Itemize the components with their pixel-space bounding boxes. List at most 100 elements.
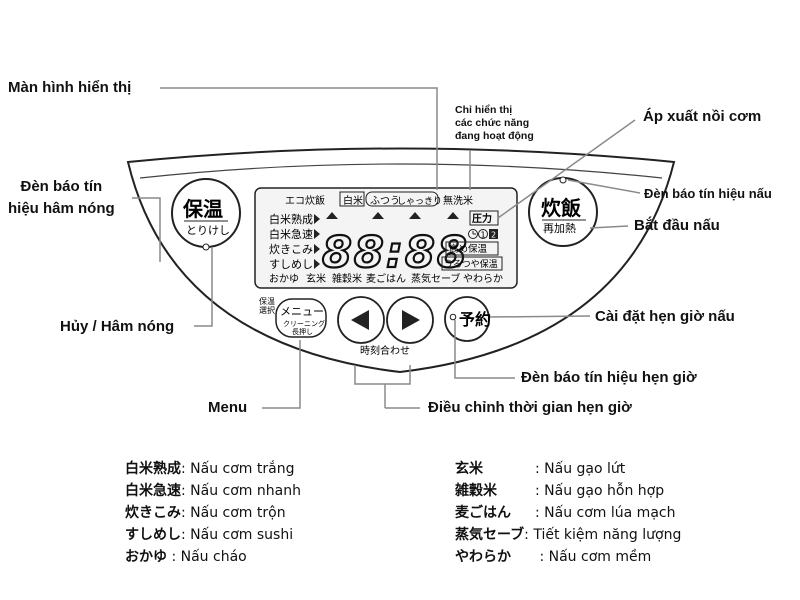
lcd-bottom-steam: 蒸気セーブ <box>411 272 460 285</box>
legend-row: 白米急速: Nấu cơm nhanh <box>125 480 301 500</box>
cook-button-sublabel: 再加熱 <box>543 222 576 235</box>
callout-keep-warm-light: Đèn báo tín hiệu hâm nóng <box>8 176 115 220</box>
lcd-pressure: 圧力 <box>472 212 492 225</box>
keep-warm-button-label: 保温 <box>182 197 223 221</box>
clock-icon <box>468 229 478 239</box>
control-panel-rim <box>139 163 663 179</box>
legend-desc: : Nấu gạo lứt <box>535 461 626 477</box>
lcd-top-white: 白米 <box>343 194 363 207</box>
leader-start-cooking <box>589 225 629 229</box>
lcd-menu-sushi: すしめし <box>269 258 313 271</box>
legend-row: 白米熟成: Nấu cơm trắng <box>125 458 294 478</box>
leader-cook-light <box>567 179 641 194</box>
lcd-bottom-barley: 麦ごはん <box>366 272 406 285</box>
callout-keep-warm-light-line: hiệu hâm nóng <box>8 200 115 217</box>
callout-lines <box>132 87 641 409</box>
lcd-menu-mixed: 炊きこみ <box>269 243 313 256</box>
legend-desc: : Tiết kiệm năng lượng <box>524 527 682 543</box>
legend-row: 炊きこみ: Nấu cơm trộn <box>125 502 286 522</box>
legend-desc: : Nấu cơm lúa mạch <box>535 505 676 521</box>
lcd-bottom-porridge: おかゆ <box>269 273 299 285</box>
timer-light <box>449 313 457 321</box>
legend-term: 玄米 <box>455 461 483 477</box>
leader-keep-warm-light <box>132 197 161 262</box>
menu-button[interactable] <box>275 298 327 338</box>
legend-row: 麦ごはん : Nấu cơm lúa mạch <box>455 502 675 522</box>
legend-row: 蒸気セーブ: Tiết kiệm năng lượng <box>455 524 681 544</box>
arrow-right-icon <box>402 310 420 330</box>
legend-desc: : Nấu cơm mềm <box>535 549 652 565</box>
lcd-bottom-soft: やわらか <box>463 273 503 285</box>
callout-timer-setting: Cài đặt hẹn giờ nấu <box>595 308 735 325</box>
callout-pressure: Áp xuất nồi cơm <box>643 108 762 125</box>
legend-term: 麦ごはん <box>455 505 511 521</box>
leader-timer-setting <box>489 315 591 318</box>
lcd-high-warm: 高め保温 <box>449 243 488 255</box>
legend-term: 白米急速 <box>125 483 181 499</box>
indicator-triangle <box>447 212 459 219</box>
pressure-level-1 <box>478 229 488 239</box>
legend-desc: : Nấu cơm sushi <box>181 527 294 543</box>
legend-row: 雑穀米 : Nấu gạo hỗn hợp <box>455 480 664 500</box>
legend-term: 白米熟成 <box>125 461 181 477</box>
pressure-level-1-label: 1 <box>481 231 486 240</box>
legend-term: 雑穀米 <box>455 483 497 499</box>
keep-warm-light <box>202 243 210 251</box>
keep-select-label-1: 保温 <box>259 296 275 306</box>
legend-term: 蒸気セーブ <box>455 527 525 543</box>
timer-button[interactable] <box>444 296 490 342</box>
callout-active-functions-line: các chức năng <box>455 117 530 129</box>
legend-term: 炊きこみ <box>125 505 181 521</box>
legend-row: すしめし: Nấu cơm sushi <box>125 524 293 544</box>
lcd-top-eco: エコ炊飯 <box>285 194 325 207</box>
indicator-triangle <box>326 212 338 219</box>
menu-arrow-icon <box>314 214 320 224</box>
callout-cancel-warm: Hủy / Hâm nóng <box>60 318 175 335</box>
legend-row: 玄米 : Nấu gạo lứt <box>455 458 625 478</box>
callout-display-screen: Màn hình hiển thị <box>8 79 132 96</box>
legend-desc: : Nấu cháo <box>167 549 247 565</box>
lcd-moist-warm: うるつや保温 <box>444 258 498 270</box>
leader-pressure <box>497 119 636 219</box>
lcd-top-wash: 無洗米 <box>443 194 473 207</box>
lcd-top-firm: しゃっきり <box>397 196 442 207</box>
leader-display <box>160 87 438 190</box>
indicator-triangle <box>372 212 384 219</box>
leader-cancel-warm <box>194 248 213 327</box>
menu-button-sublabel: クリーニング <box>283 319 325 328</box>
cook-button-label: 炊飯 <box>541 196 581 220</box>
lcd-top-normal: ふつう <box>370 195 400 207</box>
mode-box-texture <box>365 191 439 207</box>
legend-term: すしめし <box>125 527 181 543</box>
lcd-bottom-brown: 玄米 <box>306 272 326 285</box>
keep-warm-button-sublabel: とりけし <box>186 224 230 237</box>
menu-arrow-icon <box>314 229 320 239</box>
menu-arrow-icon <box>314 259 320 269</box>
leader-menu <box>262 340 301 409</box>
callout-adjust-timer: Điều chỉnh thời gian hẹn giờ <box>428 399 632 416</box>
menu-arrow-icon <box>314 244 320 254</box>
legend-term: おかゆ <box>125 549 167 565</box>
leader-timer-light <box>454 320 515 379</box>
legend-row: やわらか : Nấu cơm mềm <box>455 546 651 566</box>
legend-desc: : Nấu cơm trắng <box>181 461 295 477</box>
callout-cook-light: Đèn báo tín hiệu nấu <box>644 186 772 201</box>
legend-row: おかゆ : Nấu cháo <box>125 546 247 566</box>
moist-warm-box <box>441 256 503 271</box>
callout-active-functions-line: Chỉ hiển thị <box>455 104 513 116</box>
callout-menu: Menu <box>208 399 248 416</box>
lcd-menu-white-aged: 白米熟成 <box>269 212 313 226</box>
legend-desc: : Nấu gạo hỗn hợp <box>535 483 665 499</box>
high-warm-box <box>445 241 499 256</box>
timer-button-label: 予約 <box>459 310 491 329</box>
legend-term: やわらか <box>455 549 511 565</box>
time-adjust-label: 時刻合わせ <box>360 344 410 357</box>
keep-select-label-2: 選択 <box>259 305 275 315</box>
legend-desc: : Nấu cơm trộn <box>181 505 286 521</box>
callout-timer-light: Đèn báo tín hiệu hẹn giờ <box>521 369 697 386</box>
cook-light <box>559 176 567 184</box>
callout-active-functions: Chỉ hiển thị các chức năng đang hoạt độn… <box>455 104 534 143</box>
lcd-bottom-grain: 雑穀米 <box>332 272 362 285</box>
indicator-triangle <box>409 212 421 219</box>
legend-desc: : Nấu cơm nhanh <box>181 483 301 499</box>
